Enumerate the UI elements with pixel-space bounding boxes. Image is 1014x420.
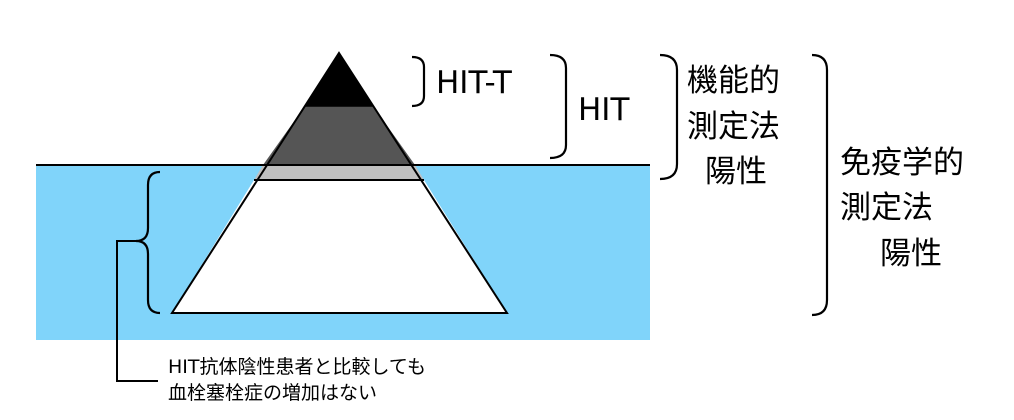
note-connector-line [116,240,158,382]
label-immuno-line-3: 陽性 [880,236,942,272]
label-hit: HIT [578,92,630,128]
brace-hit [549,53,568,160]
pyramid-band-dark-gray [263,106,415,165]
label-functional-line-2: 測定法 [687,109,780,145]
note-line-2: 血栓塞栓症の増加はない [168,382,378,404]
label-immuno-line-1: 免疫学的 [840,145,964,181]
label-immuno-line-2: 測定法 [840,190,933,226]
brace-hit-t [411,55,426,108]
pyramid-band-light-gray [254,165,424,180]
pyramid-base-white [172,180,507,313]
label-functional-line-1: 機能的 [687,63,780,99]
label-functional-line-3: 陽性 [705,154,767,190]
label-hit-t: HIT-T [436,65,512,101]
pyramid-tip-black [305,53,373,106]
brace-functional-assay [659,53,679,181]
brace-immunological-assay [811,53,829,317]
note-line-1: HIT抗体陰性患者と比較しても [168,356,426,378]
pyramid-outline [170,51,509,314]
